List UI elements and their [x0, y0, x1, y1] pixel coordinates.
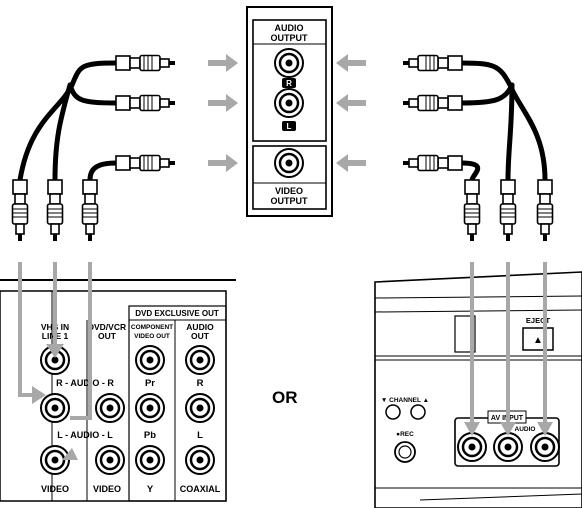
channel-label: ▼ CHANNEL ▲: [381, 397, 429, 404]
video-output-title-2: OUTPUT: [271, 196, 309, 206]
col3-header-1: COMPONENT: [131, 324, 173, 331]
rca-plug-v-right-3: [536, 179, 554, 242]
dvd-vcr-rear-panel: DVD EXCLUSIVE OUT VHS IN LINE 1 DVD/VCR …: [0, 279, 236, 502]
cable-video-right: [459, 160, 480, 183]
component-pr-top-jack[interactable]: [134, 344, 166, 376]
dvd-exclusive-label: DVD EXCLUSIVE OUT: [135, 309, 219, 318]
vcr-audio-l-in-jack[interactable]: [492, 431, 524, 463]
audio-out-top-jack[interactable]: [184, 344, 216, 376]
vcr-arrow-head-2: [500, 422, 516, 436]
rca-plug-v-left-3: [81, 179, 99, 242]
arrow-right-3: [208, 154, 238, 172]
rca-plug-v-left-2: [46, 179, 64, 242]
video-output-title-1: VIDEO: [275, 186, 303, 196]
vcr-audio-r-in-jack[interactable]: [529, 431, 561, 463]
l-badge: [282, 121, 296, 131]
vcr-connection-arrows: [470, 262, 547, 425]
col2-header-1: DVD/VCR: [88, 322, 126, 332]
video-output-jack[interactable]: [273, 147, 305, 179]
rec-label: ●REC: [396, 431, 414, 438]
label-pb: Pb: [144, 430, 156, 441]
arrow-left-1: [336, 54, 366, 72]
rca-plug-video-right: [402, 154, 463, 172]
coaxial-jack[interactable]: [184, 444, 216, 476]
r-badge-text: R: [286, 79, 292, 88]
col3-header-2: VIDEO OUT: [134, 333, 170, 340]
cable-audio-l-right-drop: [505, 82, 515, 183]
eject-label: EJECT: [526, 316, 551, 325]
component-y-jack[interactable]: [134, 444, 166, 476]
l-badge-text: L: [287, 122, 292, 131]
channel-up-button[interactable]: [410, 404, 426, 420]
arrow-right-1: [208, 54, 238, 72]
cable-audio-l-right: [459, 82, 515, 106]
rca-plug-audio-r-right: [402, 54, 463, 72]
or-label: OR: [272, 388, 298, 407]
row-audio-r-label: R - AUDIO - R: [56, 378, 114, 388]
rca-plug-video-left: [115, 154, 176, 172]
audio-output-title-1: AUDIO: [275, 23, 304, 33]
audio-output-r-jack[interactable]: [273, 47, 305, 79]
audio-label: AUDIO: [515, 426, 536, 433]
tv-connection-arrows: [18, 262, 92, 420]
arrow-left-3: [336, 154, 366, 172]
cable-video-left: [87, 160, 119, 183]
label-pr: Pr: [145, 378, 155, 389]
bottom-coaxial: COAXIAL: [180, 484, 221, 494]
audio-output-l-jack[interactable]: [273, 87, 305, 119]
rca-plug-audio-l-right: [402, 94, 463, 112]
source-output-panel: AUDIO OUTPUT R L VIDEO OUTPUT: [246, 6, 333, 217]
arrow-head-2: [46, 344, 64, 358]
rca-plug-v-right-2: [499, 179, 517, 242]
rca-plug-v-left-1: [11, 179, 29, 242]
arrow-left-2: [336, 94, 366, 112]
col4-header-1: AUDIO: [186, 322, 214, 332]
arrow-head-1: [32, 386, 46, 404]
arrow-right-2: [208, 94, 238, 112]
cable-audio-l-left: [67, 82, 119, 106]
vcr-video-in-jack[interactable]: [456, 431, 488, 463]
vcr-arrow-head-1: [464, 422, 480, 436]
r-badge: [282, 78, 296, 88]
vhs-in-audio-r-jack[interactable]: [39, 392, 71, 424]
arrow-head-3: [62, 448, 78, 460]
audio-out-r-jack[interactable]: [184, 392, 216, 424]
dvd-out-video-jack[interactable]: [94, 444, 126, 476]
row-audio-l-label: L - AUDIO - L: [57, 430, 113, 440]
cable-audio-l-left-drop: [52, 82, 73, 183]
component-pr-jack[interactable]: [134, 392, 166, 424]
rca-plug-audio-l-left: [115, 94, 176, 112]
rca-plug-v-right-1: [463, 179, 481, 242]
vcr-arrow-head-3: [537, 422, 553, 436]
label-r: R: [197, 378, 204, 389]
dvd-out-audio-r-jack[interactable]: [94, 392, 126, 424]
audio-output-title-2: OUTPUT: [271, 33, 309, 43]
vcr-front-panel: EJECT ▲ ▼ CHANNEL ▲ ●REC AV INPUT AUDIO: [374, 271, 582, 508]
bottom-video-1: VIDEO: [41, 484, 69, 494]
col2-header-2: OUT: [98, 331, 117, 341]
bottom-video-2: VIDEO: [93, 484, 121, 494]
col4-header-2: OUT: [191, 331, 210, 341]
label-l: L: [197, 430, 203, 441]
eject-icon: ▲: [533, 335, 543, 346]
rca-plug-audio-r-left: [115, 54, 176, 72]
label-y: Y: [147, 484, 154, 495]
cables: [17, 60, 548, 183]
channel-down-button[interactable]: [385, 404, 401, 420]
